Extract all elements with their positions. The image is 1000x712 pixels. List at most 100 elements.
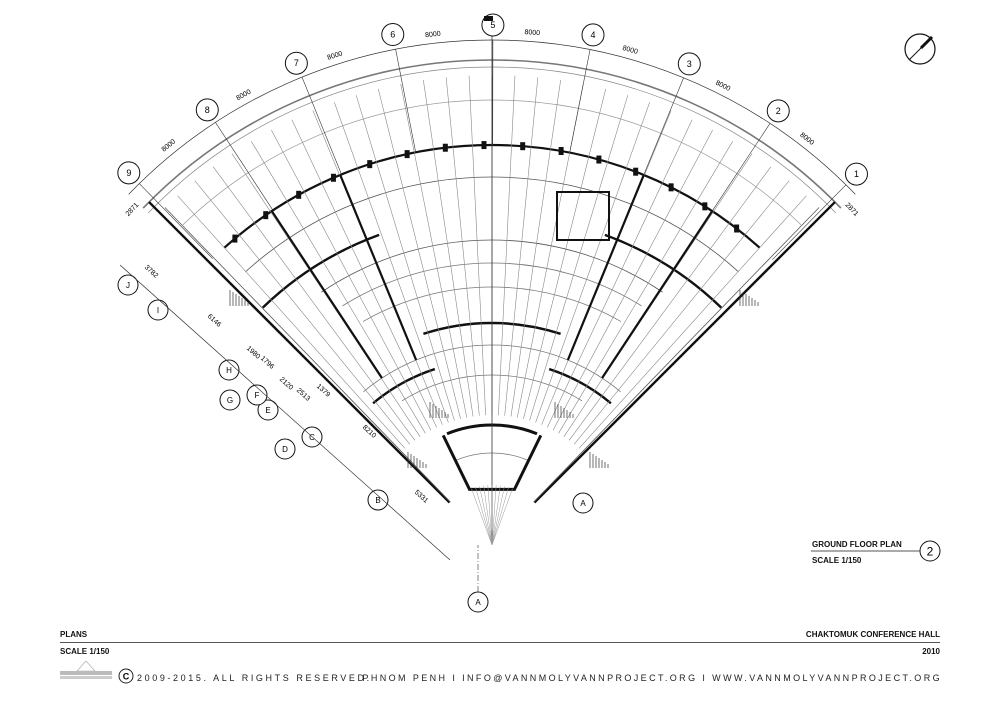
column xyxy=(633,167,639,176)
seating-aisle-line xyxy=(212,166,416,441)
edge-dimension-label: 6146 xyxy=(206,313,222,329)
grid-axis-bubble-D: D xyxy=(274,438,296,460)
seating-aisle-line xyxy=(194,180,411,445)
grid-axis-label: 6 xyxy=(390,30,395,40)
grid-axis-bubble-A: A xyxy=(467,591,489,613)
grid-axis-bubble-B: B xyxy=(367,489,389,511)
stair-icon xyxy=(739,290,759,306)
project-year: 2010 xyxy=(922,647,940,656)
stage-ray xyxy=(491,485,497,546)
grid-bubble-circle xyxy=(367,489,389,511)
grid-bubble-circle xyxy=(117,274,139,296)
wall-arc xyxy=(261,233,380,309)
radial-dimension-label: 2871 xyxy=(844,202,860,218)
seating-aisle-line xyxy=(423,79,474,417)
grid-bubble-circle xyxy=(572,492,594,514)
radial-dimension-label: 8000 xyxy=(798,132,815,147)
seating-aisle-line xyxy=(251,141,426,434)
copyright-icon: C xyxy=(118,668,134,684)
structural-wall xyxy=(566,174,645,361)
column xyxy=(520,142,526,151)
seating-aisle-line xyxy=(578,195,807,449)
edge-dimension-label: 1796 xyxy=(259,355,275,371)
wall-arc xyxy=(372,367,436,405)
project-name: CHAKTOMUK CONFERENCE HALL xyxy=(805,630,940,639)
stage-ray xyxy=(491,487,509,546)
title-block-rule xyxy=(60,642,940,643)
grid-axis-line xyxy=(711,123,771,212)
seating-aisle-line xyxy=(400,83,468,418)
seating-aisle-line xyxy=(568,166,772,441)
stair-icon xyxy=(554,402,574,418)
side-wall-inner xyxy=(164,207,451,503)
seating-aisle-line xyxy=(558,141,733,434)
seating-aisle-line xyxy=(291,119,437,428)
column xyxy=(734,224,740,233)
seating-aisle-line xyxy=(535,102,650,423)
view-number-bubble: 2 xyxy=(919,540,941,562)
svg-text:C: C xyxy=(123,672,130,682)
grid-bubble-circle xyxy=(274,438,296,460)
grid-axis-bubble-7: 7 xyxy=(284,51,308,75)
grid-axis-line xyxy=(772,184,847,260)
seating-aisle-line xyxy=(378,88,461,419)
seating-aisle-line xyxy=(271,129,432,431)
grid-bubble-circle xyxy=(677,52,701,76)
grid-bubble-circle xyxy=(844,162,868,186)
radial-dimension-label: 8000 xyxy=(714,80,731,93)
grid-axis-label: 5 xyxy=(490,20,495,30)
stage-ray xyxy=(475,487,493,546)
column xyxy=(367,160,373,169)
column xyxy=(596,155,602,164)
grid-axis-label: J xyxy=(126,281,130,290)
room-outline xyxy=(556,191,610,241)
grid-axis-label: D xyxy=(282,445,288,454)
column xyxy=(668,183,674,192)
grid-bubble-circle xyxy=(117,161,141,185)
grid-axis-bubble-A-right: A xyxy=(572,492,594,514)
radial-dimension-label: 8000 xyxy=(425,31,441,40)
grid-axis-label: I xyxy=(157,306,159,315)
grid-axis-label: 8 xyxy=(205,105,210,115)
structural-wall xyxy=(270,210,383,379)
stair-icon xyxy=(589,452,609,468)
stage-ray xyxy=(479,486,493,546)
grid-axis-bubble-9: 9 xyxy=(117,161,141,185)
view-scale: SCALE 1/150 xyxy=(812,556,862,565)
column xyxy=(232,234,238,243)
structural-wall xyxy=(339,174,418,361)
grid-axis-bubble-F: F xyxy=(246,384,268,406)
structural-wall xyxy=(601,210,714,379)
grid-axis-label: H xyxy=(226,366,232,375)
edge-dimension-line xyxy=(119,264,451,561)
edge-dimension-label: 1980 xyxy=(245,345,261,361)
grid-axis-label: 2 xyxy=(776,106,781,116)
sheet-scale: SCALE 1/150 xyxy=(60,647,110,656)
grid-bubble-circle xyxy=(219,389,241,411)
stage-ray xyxy=(471,488,493,546)
grid-axis-label: 3 xyxy=(687,59,692,69)
grid-axis-line xyxy=(301,76,342,175)
grid-axis-label: 9 xyxy=(126,168,131,178)
seating-aisle-line xyxy=(510,79,561,417)
edge-dimension-label: 1379 xyxy=(315,383,331,399)
north-marker xyxy=(484,16,493,21)
grid-bubble-circle xyxy=(284,51,308,75)
column xyxy=(558,147,564,156)
column xyxy=(296,190,302,199)
column xyxy=(263,211,269,220)
grid-axis-bubble-G: G xyxy=(219,389,241,411)
grid-axis-label: A xyxy=(475,598,481,607)
view-title: GROUND FLOOR PLAN xyxy=(812,540,902,549)
wall-arc xyxy=(548,367,612,405)
grid-axis-bubble-1: 1 xyxy=(844,162,868,186)
grid-bubble-circle xyxy=(246,384,268,406)
grid-axis-bubble-8: 8 xyxy=(195,98,219,122)
radial-dimension-label: 8000 xyxy=(327,50,344,61)
grid-axis-bubble-H: H xyxy=(218,359,240,381)
grid-axis-line xyxy=(139,183,213,259)
side-wall xyxy=(533,201,836,504)
radial-dimension-label: 8000 xyxy=(524,29,540,37)
